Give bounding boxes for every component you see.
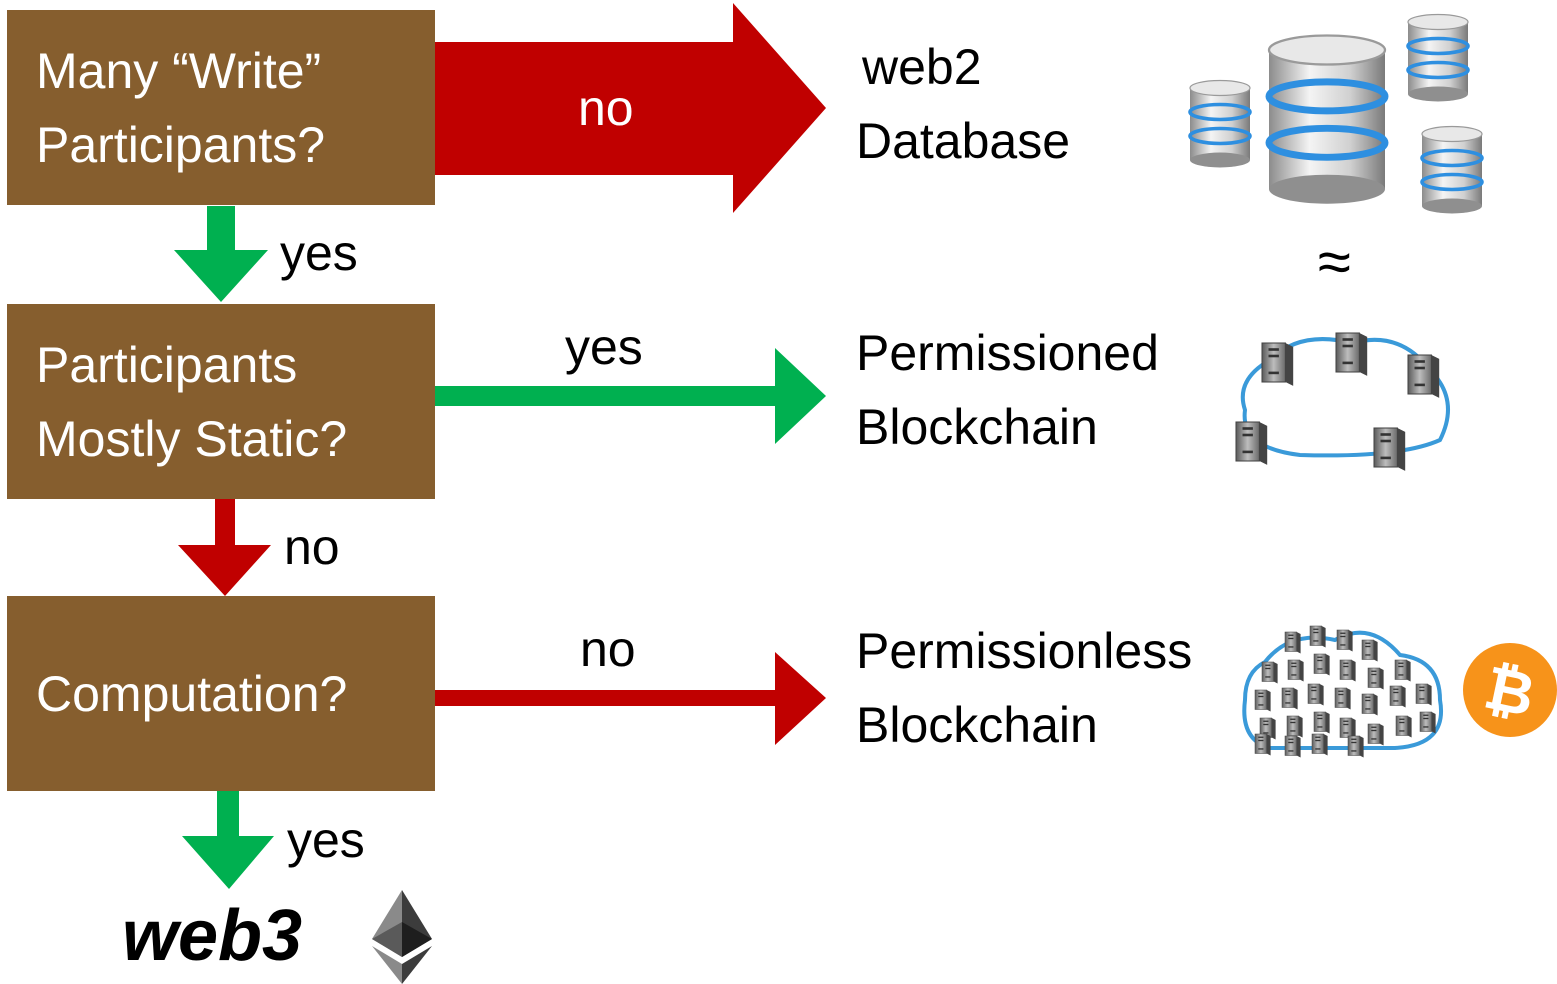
server-swarm-icon <box>1242 625 1443 758</box>
outcome-database: web2 Database <box>856 30 1070 178</box>
no-arrow-permissionless <box>435 652 826 745</box>
label-no-permissionless: no <box>580 621 636 677</box>
question-line: Mostly Static? <box>36 410 348 467</box>
label-yes-down-3: yes <box>287 812 365 868</box>
outcome-permissionless: Permissionless Blockchain <box>856 614 1192 762</box>
outcome-line: Database <box>856 113 1071 169</box>
approx-symbol: ≈ <box>1318 228 1351 295</box>
database-icon <box>1188 12 1484 216</box>
web3-label: web3 <box>122 896 303 976</box>
yes-arrow-down-3 <box>182 791 274 889</box>
label-yes-permissioned: yes <box>565 319 643 375</box>
decision-box-static-participants: Participants Mostly Static? <box>7 304 435 499</box>
yes-arrow-permissioned <box>435 348 826 444</box>
yes-arrow-down-1 <box>174 206 268 302</box>
label-yes-down-1: yes <box>280 225 358 281</box>
question-line: Participants? <box>36 116 326 173</box>
bitcoin-icon: ₿ <box>1463 643 1557 737</box>
outcome-permissioned: Permissioned Blockchain <box>856 316 1159 464</box>
question-line: Computation? <box>36 665 348 722</box>
outcome-line: Blockchain <box>856 399 1098 455</box>
ethereum-icon <box>372 890 432 984</box>
outcome-line: web2 <box>862 39 982 95</box>
label-no-down-2: no <box>284 519 340 575</box>
question-line: Participants <box>36 336 298 393</box>
label-no-database: no <box>578 80 634 136</box>
no-arrow-database <box>435 3 826 213</box>
outcome-line: Permissionless <box>856 623 1193 679</box>
decision-box-computation: Computation? <box>7 596 435 791</box>
question-line: Many “Write” <box>36 42 322 99</box>
decision-box-write-participants: Many “Write” Participants? <box>7 10 435 205</box>
no-arrow-down-2 <box>178 499 271 596</box>
server-cloud-icon <box>1235 332 1450 472</box>
outcome-line: Permissioned <box>856 325 1159 381</box>
outcome-line: Blockchain <box>856 697 1098 753</box>
